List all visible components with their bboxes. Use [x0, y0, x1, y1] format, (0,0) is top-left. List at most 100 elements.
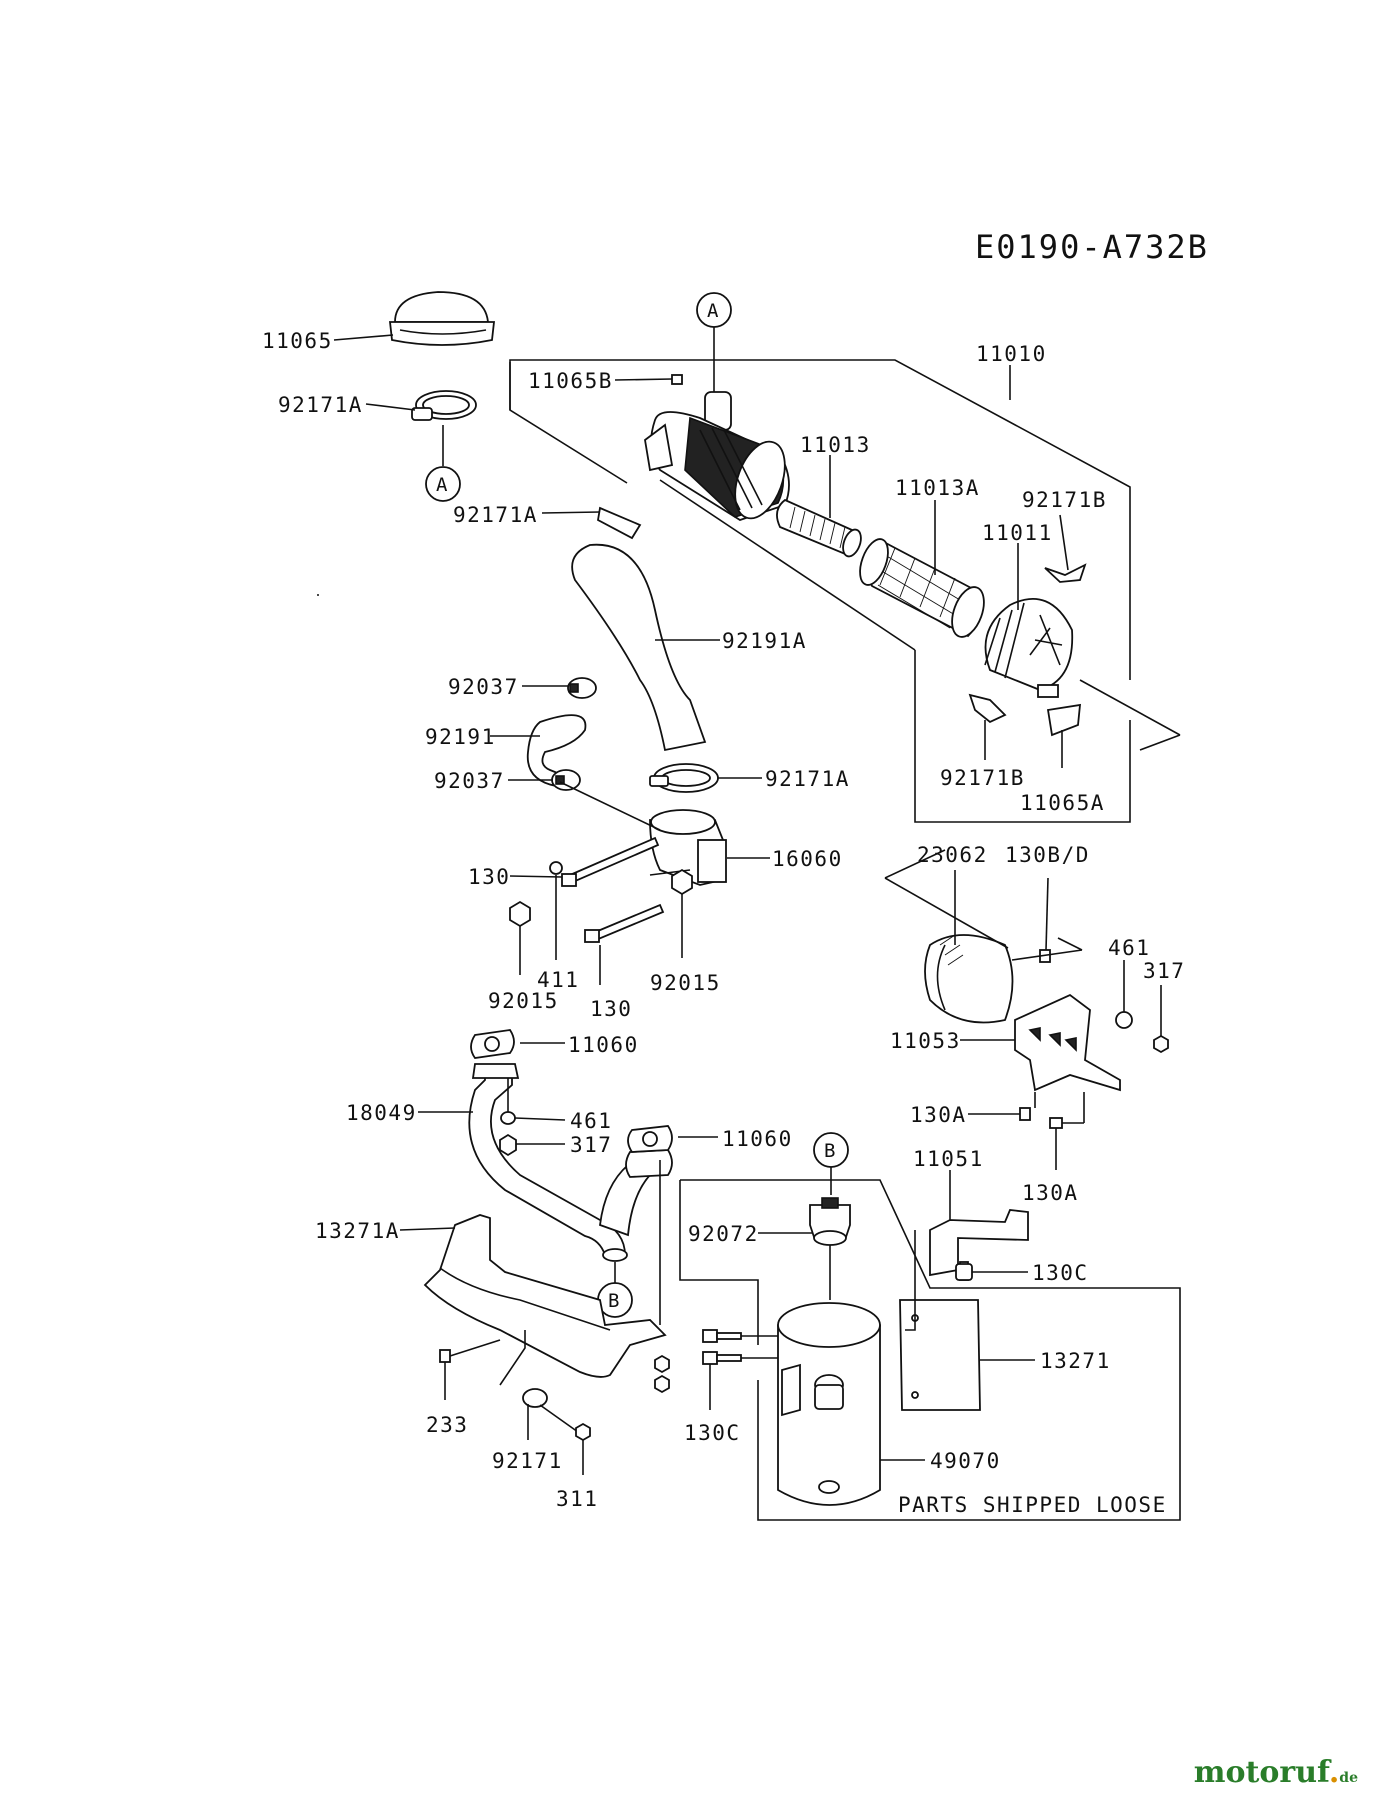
label-411: 411	[537, 968, 579, 992]
parts-shipped-loose-note: PARTS SHIPPED LOOSE	[898, 1493, 1167, 1517]
label-13271A: 13271A	[315, 1219, 400, 1243]
stray-dot	[317, 594, 319, 596]
nut-317-left	[499, 1133, 517, 1157]
label-13271: 13271	[1040, 1349, 1111, 1373]
label-92171A-mid: 92171A	[453, 503, 538, 527]
muffler-49070	[777, 1302, 881, 1506]
label-49070: 49070	[930, 1449, 1001, 1473]
bolt-130C-left-b-shank	[716, 1354, 742, 1362]
gasket-11060-top	[470, 1029, 515, 1059]
bolt-130A-right	[1049, 1117, 1063, 1129]
label-92171B-bottom: 92171B	[940, 766, 1025, 790]
bolt-130C-left-a-shank	[716, 1332, 742, 1340]
muffler-guard	[924, 934, 1014, 1024]
air-cleaner-cover	[984, 597, 1074, 698]
callout-B-left: B	[608, 1290, 619, 1312]
bolt-130C-right	[955, 1263, 973, 1281]
clamp-92037-bottom	[551, 769, 581, 791]
label-11013A: 11013A	[895, 476, 980, 500]
nut-311	[575, 1422, 591, 1442]
label-11011: 11011	[982, 521, 1053, 545]
intake-hose	[571, 543, 707, 752]
bracket-muffler-top	[680, 1167, 832, 1181]
label-11053: 11053	[890, 1029, 961, 1053]
label-130BD: 130B/D	[1005, 843, 1090, 867]
bracket-130BD-a	[1011, 949, 1083, 961]
heat-shield-13271	[899, 1299, 981, 1411]
bracket-23062-b	[884, 849, 946, 879]
air-cleaner-housing	[644, 391, 790, 521]
label-92072: 92072	[688, 1222, 759, 1246]
label-317-right: 317	[1143, 959, 1185, 983]
bracket-11010-top	[509, 359, 1131, 680]
plate-hole-2	[911, 1391, 919, 1399]
hose-clamp-top	[411, 390, 477, 421]
label-130C-left: 130C	[684, 1421, 741, 1445]
label-92037-bottom: 92037	[434, 769, 505, 793]
watermark-logo: motoruf.de	[1194, 1755, 1358, 1790]
watermark-name: motoruf	[1193, 1755, 1329, 1790]
watermark-tld: de	[1339, 1770, 1358, 1786]
air-cleaner-cap	[388, 291, 496, 346]
watermark-dot: .	[1328, 1755, 1340, 1790]
bracket-11010-diag	[659, 479, 916, 651]
nut-92015-right	[671, 868, 693, 896]
diagram-code: E0190-A732B	[975, 228, 1209, 266]
label-92171B-top: 92171B	[1022, 488, 1107, 512]
bolt-130-left	[568, 836, 660, 884]
label-11060-top: 11060	[568, 1033, 639, 1057]
leader-11065B	[614, 378, 673, 381]
label-317-left: 317	[570, 1133, 612, 1157]
dash-92171	[499, 1330, 526, 1386]
label-11010: 11010	[976, 342, 1047, 366]
clamp-92171	[522, 1388, 548, 1408]
leader-130-left	[509, 875, 563, 878]
dash-92171-b	[539, 1404, 579, 1433]
label-11060-mid: 11060	[722, 1127, 793, 1151]
label-92037-top: 92037	[448, 675, 519, 699]
dash-233	[449, 1339, 501, 1357]
leader-13271A	[399, 1227, 456, 1231]
label-11013: 11013	[800, 433, 871, 457]
bolt-head-130-left	[561, 873, 577, 887]
nut-92015-left	[509, 900, 531, 928]
label-461-left: 461	[570, 1109, 612, 1133]
washer-461-left	[500, 1111, 516, 1125]
label-130-left: 130	[468, 865, 510, 889]
label-311: 311	[556, 1487, 598, 1511]
label-461-right: 461	[1108, 936, 1150, 960]
callout-A-lower-circle	[425, 466, 461, 502]
leader-11065	[333, 334, 394, 341]
nut-317-right	[1153, 1034, 1169, 1054]
label-23062: 23062	[917, 843, 988, 867]
label-11065: 11065	[262, 329, 333, 353]
label-11065B: 11065B	[528, 369, 613, 393]
washer-411	[549, 861, 563, 875]
clip-92171B-bottom	[968, 693, 1007, 724]
callout-A-lower: A	[436, 474, 448, 496]
exhaust-pipe	[468, 1063, 673, 1262]
leader-461-left	[514, 1117, 566, 1121]
bracket-11010-right-a	[1079, 679, 1181, 736]
label-11065A: 11065A	[1020, 791, 1105, 815]
label-130-mid: 130	[590, 997, 632, 1021]
clip-92171B-top	[1044, 563, 1087, 583]
bolt-233	[439, 1349, 451, 1363]
rubber-valve	[671, 374, 683, 385]
bracket-11010-right-b	[1139, 734, 1181, 751]
bracket-130BD-b	[1057, 937, 1083, 951]
label-92171: 92171	[492, 1449, 563, 1473]
label-92171A-top: 92171A	[278, 393, 363, 417]
leader-92171B-top	[1059, 514, 1069, 571]
label-130A-right: 130A	[1022, 1181, 1079, 1205]
muffler-clamp-92072	[809, 1197, 851, 1246]
heat-shield-13271A	[423, 1214, 667, 1378]
bolt-130-mid	[591, 903, 665, 942]
intake-pipe	[559, 781, 727, 886]
leader-92171A-top	[365, 403, 416, 411]
nut-heat-shield-a	[654, 1354, 670, 1374]
bracket-11051	[929, 1209, 1029, 1277]
label-92191: 92191	[425, 725, 496, 749]
washer-461-right	[1115, 1011, 1133, 1029]
